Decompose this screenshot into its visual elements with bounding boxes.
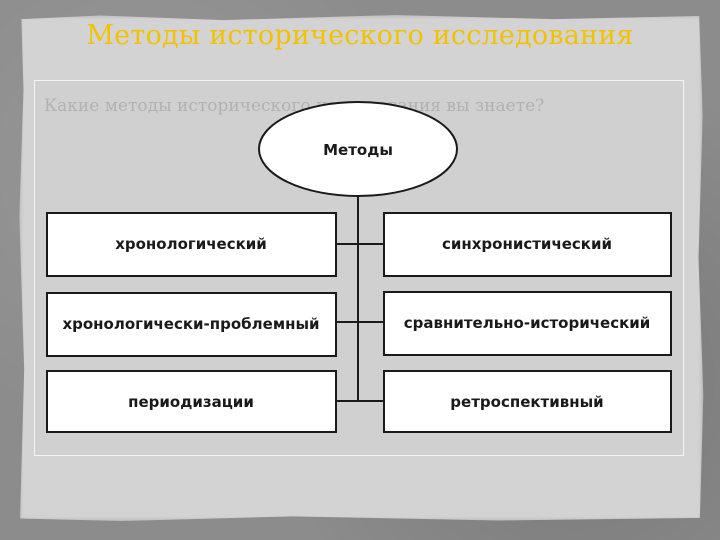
box-right-3 (383, 370, 672, 433)
box-right-2 (383, 291, 672, 356)
root-label: Методы (323, 141, 393, 159)
box-left-3 (46, 370, 337, 433)
label-left-2: хронологически-проблемный (62, 315, 319, 333)
connector-lines (336, 197, 384, 402)
box-left-1 (46, 212, 337, 277)
label-left-3: периодизации (128, 393, 254, 411)
slide-title: Методы исторического исследования (86, 20, 634, 51)
label-right-2: сравнительно-исторический (404, 314, 651, 332)
label-right-3: ретроспективный (450, 393, 603, 411)
box-right-1 (383, 212, 672, 277)
root-ellipse (258, 101, 458, 197)
label-right-1: синхронистический (442, 235, 612, 253)
label-left-1: хронологический (115, 235, 267, 253)
box-left-2 (46, 292, 337, 357)
